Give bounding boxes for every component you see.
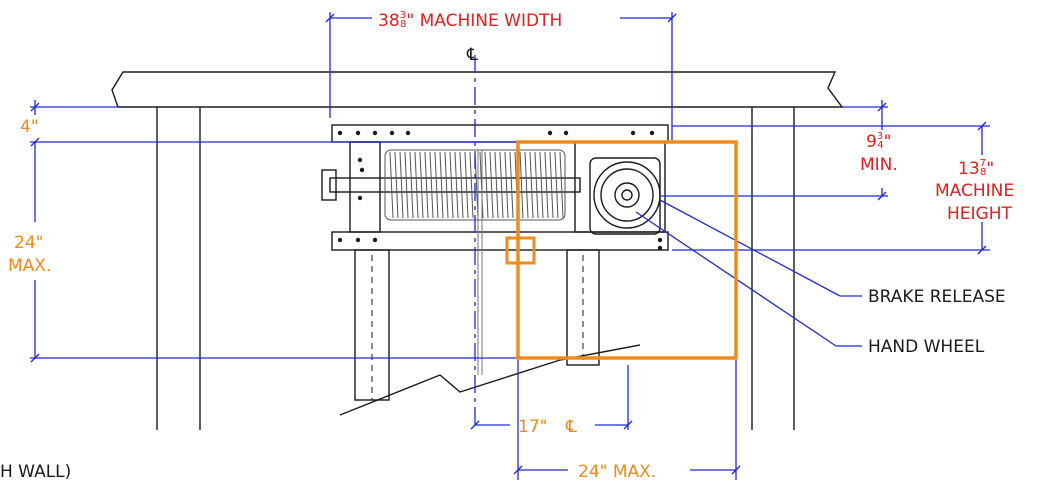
hand-wheel-mid	[600, 168, 654, 222]
machine-height-line2: HEIGHT	[947, 204, 1012, 224]
bolt-hole	[337, 237, 343, 243]
hand-wheel-outer	[593, 161, 661, 229]
bolt-hole	[355, 237, 361, 243]
bolt-hole	[359, 167, 365, 173]
drum-coil	[529, 151, 534, 219]
drum-coil	[554, 151, 559, 219]
drum-coil	[449, 151, 454, 219]
drum-coil	[534, 151, 539, 219]
drum-coil	[454, 151, 459, 219]
drum-coil	[394, 151, 399, 219]
drum-coil	[539, 151, 544, 219]
bolt-hole	[355, 130, 361, 136]
left-coupling	[321, 169, 337, 201]
bolt-hole	[657, 237, 663, 243]
drum-coil	[559, 151, 564, 219]
column-dashes	[371, 255, 584, 400]
shaft	[329, 177, 581, 193]
drum-coil	[459, 151, 464, 219]
drum-coil	[489, 151, 494, 219]
centerline-offset-label: 17"	[518, 417, 547, 437]
machine-height-line1: MACHINE	[935, 181, 1014, 201]
bolt-hole	[657, 245, 663, 251]
stair-break-line	[339, 344, 641, 416]
bolt-hole	[547, 130, 553, 136]
hand-wheel-callout: HAND WHEEL	[868, 337, 985, 357]
bolts	[337, 130, 663, 251]
drum-coil	[414, 151, 419, 219]
clearance-box	[516, 140, 738, 360]
drum-coil	[404, 151, 409, 219]
top-clearance-label: 4"	[20, 117, 39, 137]
drum-coil	[389, 151, 394, 219]
centerline-symbol-top: ℄	[466, 45, 478, 65]
drum-coil	[399, 151, 404, 219]
side-max-value: 24"	[14, 233, 43, 253]
centerline-symbol-bottom: ℄	[565, 417, 577, 437]
drum-coil	[494, 151, 499, 219]
frame-left	[349, 141, 381, 233]
hanging-cable	[477, 150, 483, 375]
drum-coil	[434, 151, 439, 219]
drum-coil	[544, 151, 549, 219]
drum-coil	[509, 151, 514, 219]
bottom-mount-plate	[331, 231, 669, 251]
bolt-hole	[357, 157, 363, 163]
drum-coil	[504, 151, 509, 219]
bolt-hole	[337, 130, 343, 136]
bolt-hole	[563, 130, 569, 136]
bolt-hole	[630, 130, 636, 136]
drum-coil	[409, 151, 414, 219]
bolt-hole	[649, 130, 655, 136]
bolt-hole	[357, 195, 363, 201]
bolt-hole	[372, 130, 378, 136]
brake-box	[505, 236, 536, 265]
bottom-max-label: 24" MAX.	[578, 462, 656, 482]
drum-coil	[469, 151, 474, 219]
drum-coil	[424, 151, 429, 219]
top-beam	[111, 71, 844, 108]
drum-coil	[519, 151, 524, 219]
drum-coil	[484, 151, 489, 219]
drum-coil	[419, 151, 424, 219]
arrow-ticks	[30, 13, 987, 475]
hand-wheel-inner	[614, 182, 640, 208]
footer-partial-text: H WALL)	[0, 462, 71, 482]
drum-coil	[439, 151, 444, 219]
bolt-hole	[405, 130, 411, 136]
brake-release-callout: BRAKE RELEASE	[868, 287, 1006, 307]
drum-coil	[524, 151, 529, 219]
drum-coil	[549, 151, 554, 219]
bolt-hole	[372, 237, 378, 243]
drum-coil	[444, 151, 449, 219]
structure	[111, 71, 844, 430]
bolt-hole	[389, 130, 395, 136]
side-max-label: MAX.	[8, 256, 51, 276]
hand-wheel-hub	[621, 189, 633, 201]
lower-column-right	[566, 249, 600, 366]
drum-coil	[464, 151, 469, 219]
drum-coil	[429, 151, 434, 219]
top-mount-plate	[331, 124, 669, 143]
min-label: MIN.	[860, 155, 898, 175]
drum-coil	[499, 151, 504, 219]
blue-lines	[30, 12, 990, 480]
